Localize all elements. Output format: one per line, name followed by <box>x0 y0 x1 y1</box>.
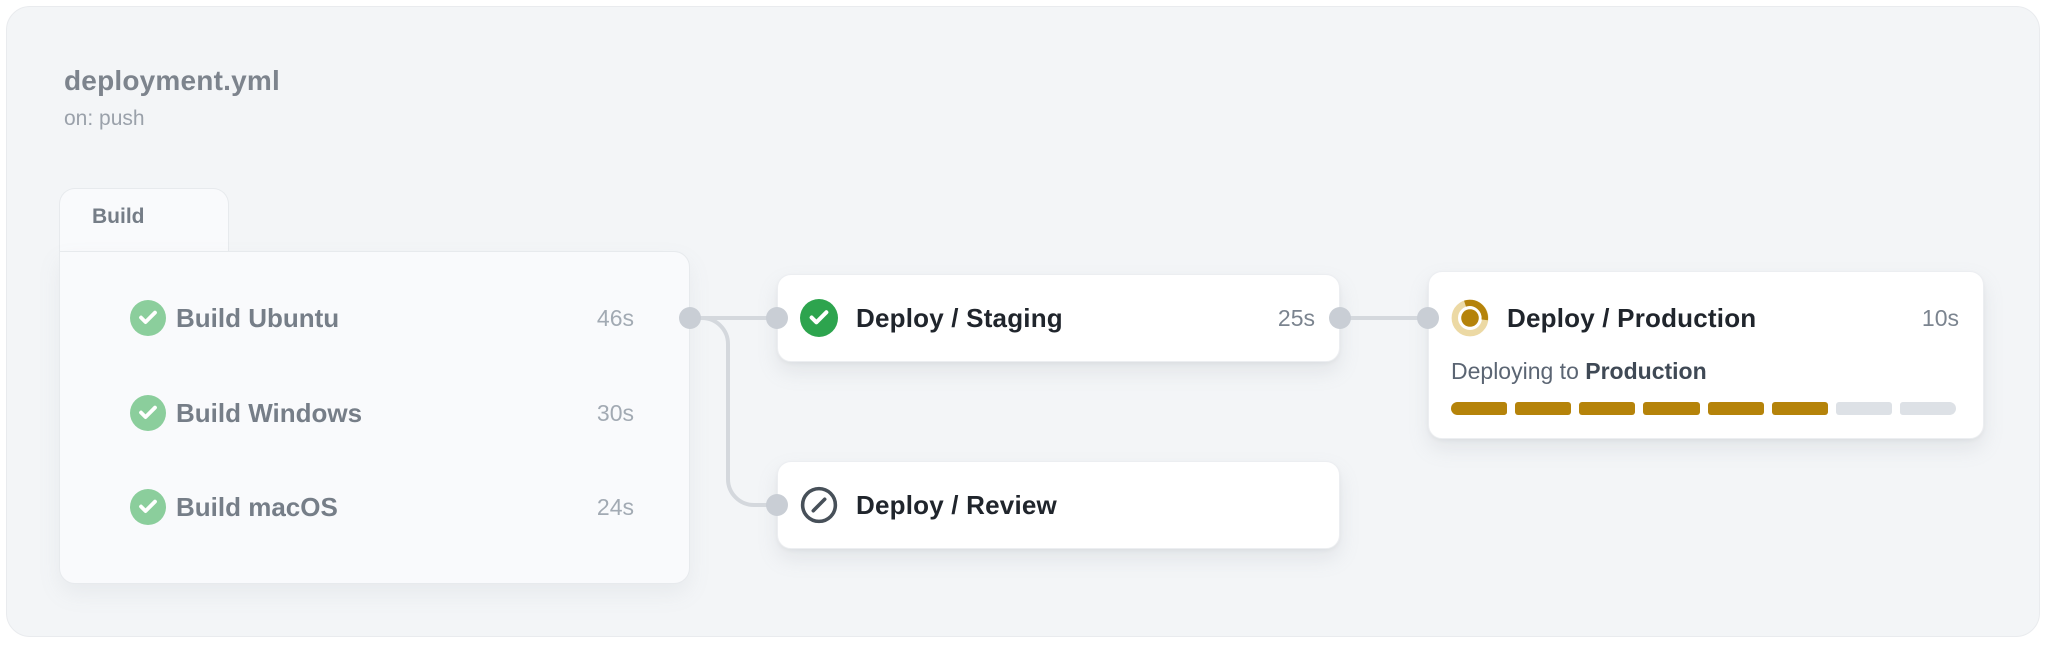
deploy-detail-prefix: Deploying to <box>1451 358 1586 384</box>
job-name: Build Windows <box>176 397 363 428</box>
deploy-detail-target: Production <box>1585 358 1707 384</box>
check-circle-icon <box>800 299 838 337</box>
job-duration: 24s <box>596 493 634 520</box>
node-card-deploy-review[interactable]: Deploy / Review <box>777 461 1340 549</box>
build-group-tab[interactable]: Build <box>59 188 229 258</box>
edge-build-to-review <box>688 316 779 507</box>
node-card-deploy-staging[interactable]: Deploy / Staging 25s <box>777 274 1340 362</box>
node-card-deploy-production[interactable]: Deploy / Production 10s Deploying to Pro… <box>1428 271 1984 439</box>
check-circle-icon <box>130 395 166 431</box>
progress-segment <box>1515 402 1572 415</box>
workflow-trigger: on: push <box>64 107 145 130</box>
job-duration: 30s <box>596 399 634 426</box>
progress-segment <box>1643 402 1700 415</box>
progress-segment <box>1835 402 1892 415</box>
node-duration: 10s <box>1921 304 1959 331</box>
slash-circle-icon <box>800 486 838 524</box>
node-title: Deploy / Review <box>856 489 1057 520</box>
node-duration: 25s <box>1277 304 1315 331</box>
job-name: Build Ubuntu <box>176 302 340 333</box>
build-group-body: Build Ubuntu 46s Build Windows 30s Build… <box>59 251 690 584</box>
workflow-panel: deployment.yml on: push Build Build Ubun… <box>6 6 2040 637</box>
job-duration: 46s <box>596 304 634 331</box>
progress-segment <box>1707 402 1764 415</box>
node-title: Deploy / Production <box>1507 302 1757 333</box>
workflow-file-title: deployment.yml <box>64 65 280 96</box>
job-row-build-windows[interactable]: Build Windows 30s <box>60 391 689 435</box>
progress-segment <box>1451 402 1508 415</box>
progress-segment <box>1899 402 1956 415</box>
production-progress-bar <box>1451 402 1956 415</box>
progress-segment <box>1771 402 1828 415</box>
job-name: Build macOS <box>176 491 338 522</box>
progress-segment <box>1579 402 1636 415</box>
job-row-build-macos[interactable]: Build macOS 24s <box>60 485 689 529</box>
spinner-circle-icon <box>1451 299 1489 337</box>
deployment-status-text: Deploying to Production <box>1451 358 1959 385</box>
build-group-label: Build <box>92 205 145 228</box>
node-title: Deploy / Staging <box>856 302 1063 333</box>
job-row-build-ubuntu[interactable]: Build Ubuntu 46s <box>60 296 689 340</box>
check-circle-icon <box>130 489 166 525</box>
check-circle-icon <box>130 300 166 336</box>
